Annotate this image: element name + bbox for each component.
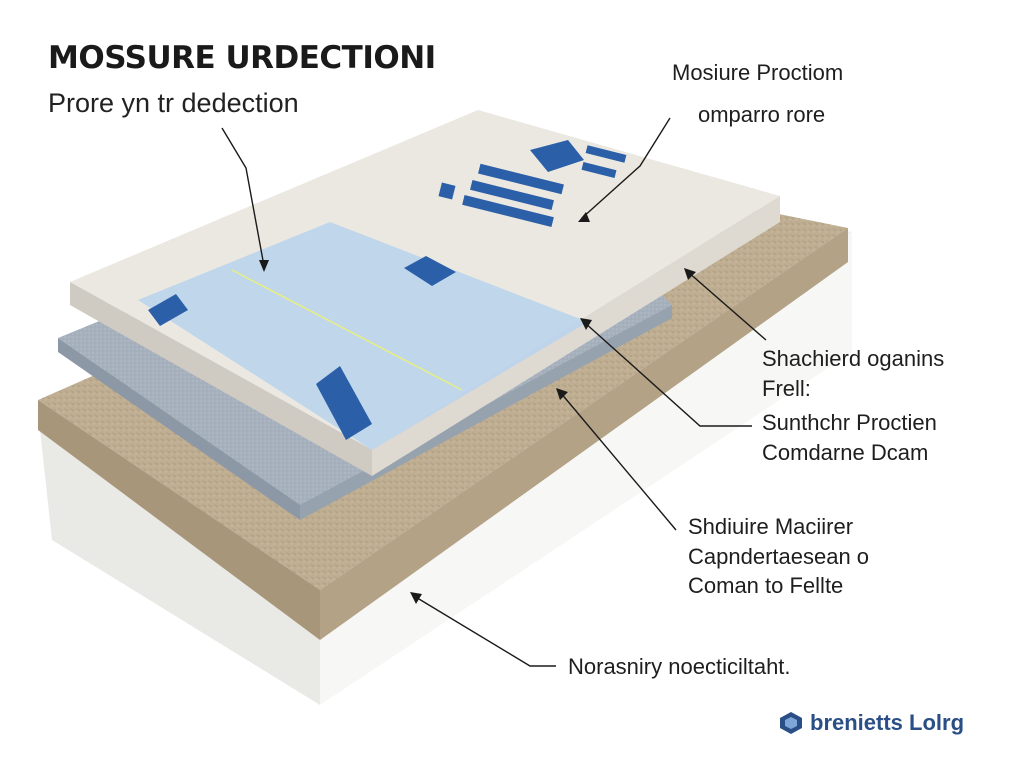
top-board-left-edge xyxy=(70,282,372,476)
leader-line-middle-b xyxy=(583,321,752,427)
brand-logo-icon xyxy=(780,712,802,734)
brand-name: brenietts Lolrg xyxy=(810,710,965,735)
callout-top-line-1: Mosiure Proctiom xyxy=(672,60,844,85)
leader-line-top xyxy=(581,117,671,219)
callout-lower-line-2: Capndertaesean o xyxy=(688,543,870,569)
callout-lower: Shdiuire Maciirer Capndertaesean o Coman… xyxy=(688,512,869,601)
leader-line-middle-a xyxy=(687,271,767,341)
callout-middle-a-line-2: Frell: xyxy=(762,375,811,401)
callout-lower-line-3: Coman to Fellte xyxy=(688,573,844,599)
diagram-subtitle: Prore yn tr dedection xyxy=(48,88,299,118)
callout-middle-b-line-2: Comdarne Dcam xyxy=(762,439,929,465)
callout-bottom-line-1: Norasniry noecticiltaht. xyxy=(568,654,791,679)
top-board-front-edge xyxy=(372,196,780,476)
leader-line-title xyxy=(221,127,265,267)
brand-watermark: brenietts Lolrg xyxy=(778,710,964,736)
fiber-board-left-edge xyxy=(38,400,320,640)
leader-lines xyxy=(221,117,767,667)
leader-line-bottom xyxy=(413,595,556,667)
callout-middle-b-line-1: Sunthchr Proctien xyxy=(762,410,937,435)
grey-board-left-edge xyxy=(58,338,300,520)
callout-top-line-2: omparro rore xyxy=(698,101,826,127)
top-board-print xyxy=(148,140,627,440)
diagram-title: MOSSURE URDECTIONI xyxy=(48,40,436,76)
callout-middle-a: Shachierd oganins Frell: xyxy=(762,344,944,403)
leader-arrowheads xyxy=(259,212,696,604)
grey-board-front-edge xyxy=(300,305,672,520)
callout-bottom: Norasniry noecticiltaht. xyxy=(568,652,791,682)
callout-middle-b: Sunthchr Proctien Comdarne Dcam xyxy=(762,408,937,467)
callout-middle-a-line-1: Shachierd oganins xyxy=(762,346,945,371)
callout-lower-line-1: Shdiuire Maciirer xyxy=(688,514,854,539)
base-block-left-face xyxy=(40,430,320,705)
fiber-board-front-edge xyxy=(320,228,848,640)
leader-line-lower xyxy=(559,391,677,531)
top-board-layer xyxy=(70,110,780,476)
callout-top: Mosiure Proctiom omparro rore xyxy=(672,58,843,129)
